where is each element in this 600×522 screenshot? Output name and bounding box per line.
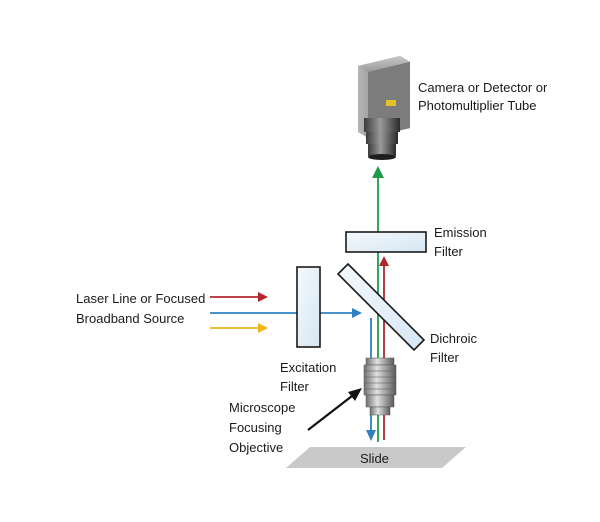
dichroic-filter bbox=[336, 262, 426, 352]
dichroic-label-line1: Dichroic bbox=[430, 331, 477, 346]
red-arrowhead-right bbox=[258, 292, 268, 302]
camera-icon bbox=[358, 56, 410, 160]
objective-label-line3: Objective bbox=[229, 440, 283, 455]
objective-pointer-line bbox=[307, 395, 353, 431]
slide-label: Slide bbox=[360, 451, 389, 466]
source-label-line2: Broadband Source bbox=[76, 311, 184, 326]
red-arrowhead-up bbox=[379, 256, 389, 266]
green-arrowhead bbox=[372, 166, 384, 178]
yellow-arrowhead-right bbox=[258, 323, 268, 333]
emission-label-line1: Emission bbox=[434, 225, 487, 240]
excitation-filter bbox=[296, 266, 321, 348]
source-label-line1: Laser Line or Focused bbox=[76, 291, 205, 306]
blue-arrowhead-right bbox=[352, 308, 362, 318]
blue-arrowhead-down bbox=[366, 430, 376, 441]
excitation-label-line2: Filter bbox=[280, 379, 310, 394]
excitation-label-line1: Excitation bbox=[280, 360, 336, 375]
emission-label-line2: Filter bbox=[434, 244, 464, 259]
camera-label-line2: Photomultiplier Tube bbox=[418, 98, 537, 113]
emission-filter bbox=[345, 231, 427, 253]
camera-badge bbox=[386, 100, 396, 106]
camera-label-line1: Camera or Detector or bbox=[418, 80, 548, 95]
slide bbox=[286, 447, 466, 468]
microscope-objective-icon bbox=[363, 357, 397, 416]
objective-label-line1: Microscope bbox=[229, 400, 295, 415]
dichroic-label-line2: Filter bbox=[430, 350, 460, 365]
objective-pointer-arrowhead bbox=[348, 388, 362, 401]
objective-label-line2: Focusing bbox=[229, 420, 282, 435]
